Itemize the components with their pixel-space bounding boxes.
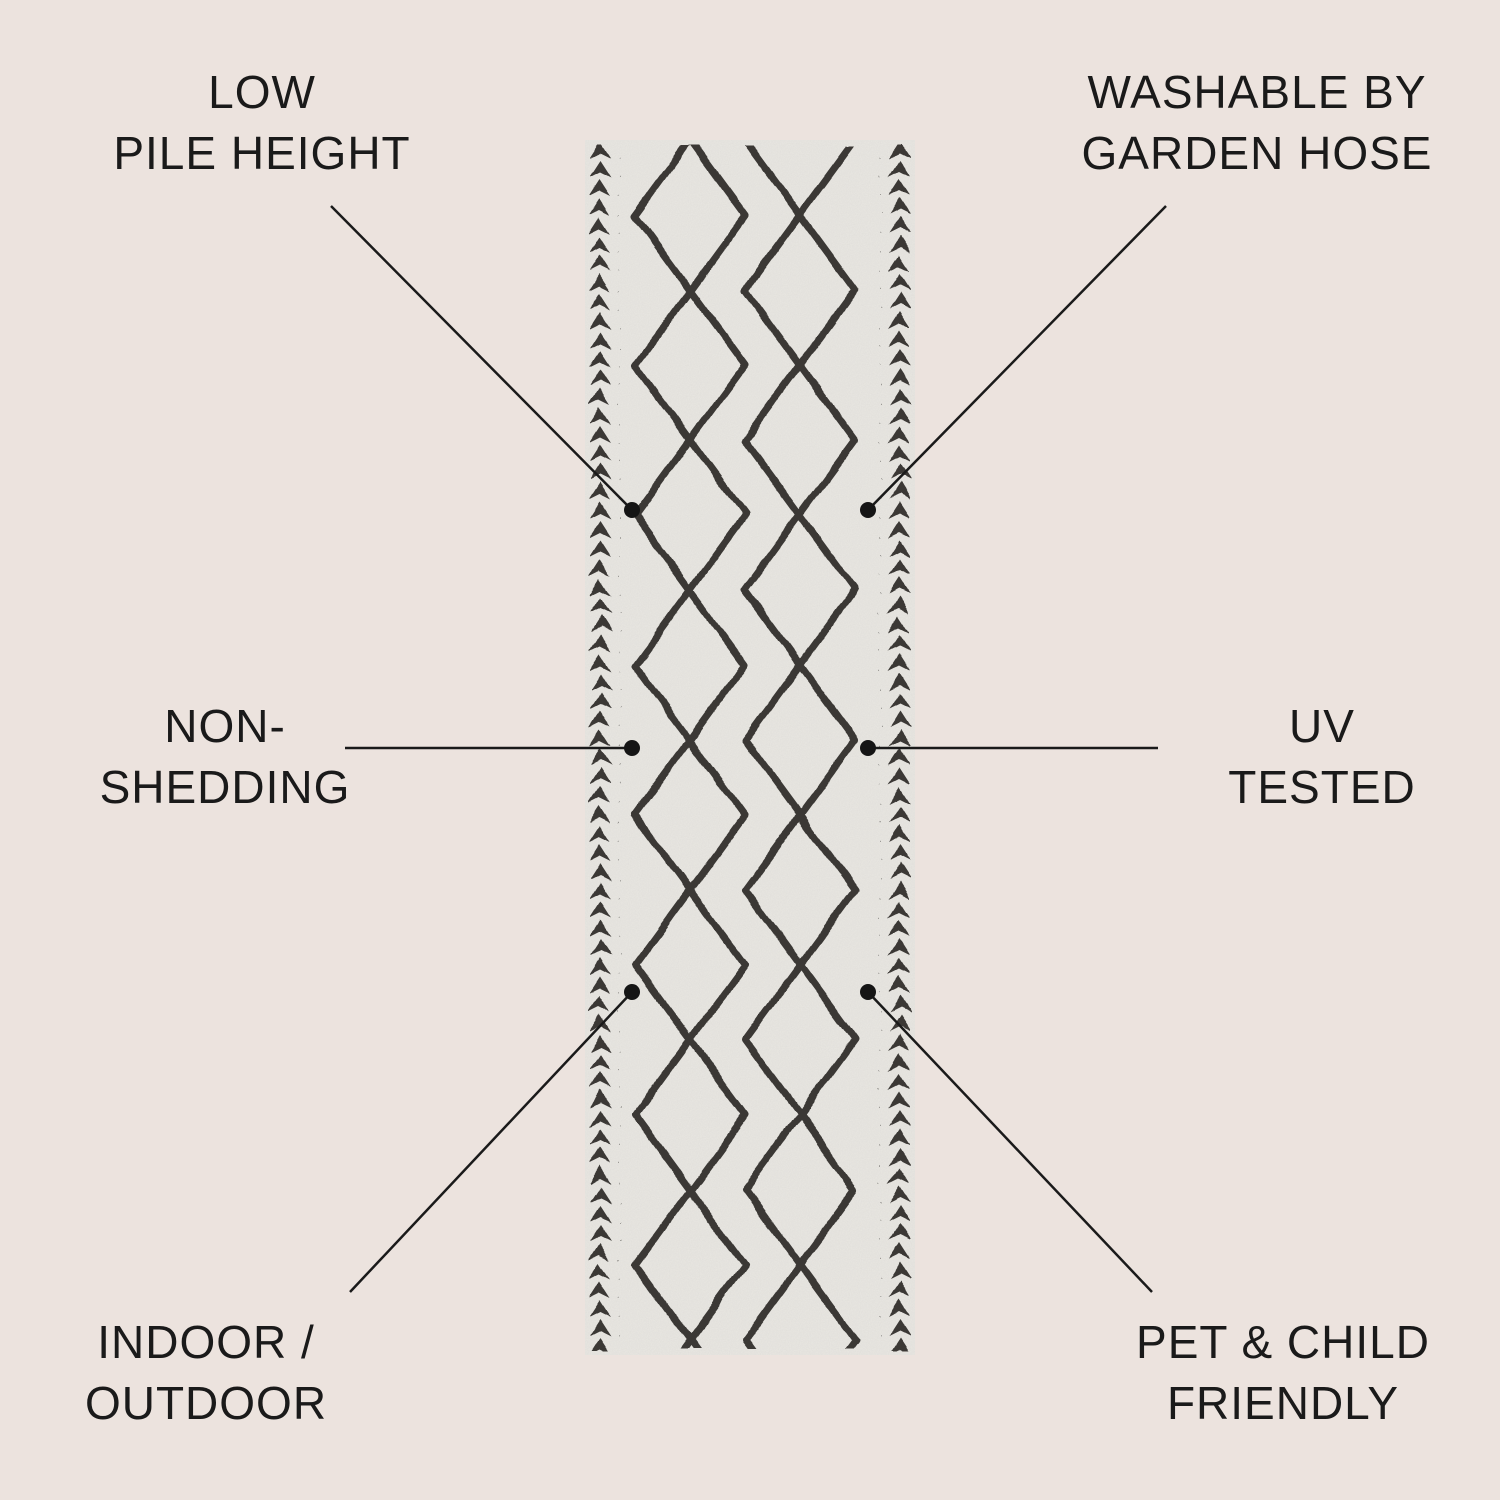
feature-label-line: NON- xyxy=(164,700,286,752)
feature-label-line: INDOOR / xyxy=(97,1316,315,1368)
feature-label-line: PET & CHILD xyxy=(1136,1316,1430,1368)
feature-label-line: GARDEN HOSE xyxy=(1081,127,1433,179)
feature-label-uv-tested: UV TESTED xyxy=(1122,696,1500,818)
feature-label-washable-by-garden-hose: WASHABLE BY GARDEN HOSE xyxy=(1037,62,1477,184)
feature-label-line: LOW xyxy=(208,66,316,118)
rug-runner-image xyxy=(585,140,915,1355)
feature-label-low-pile-height: LOW PILE HEIGHT xyxy=(62,62,462,184)
rug-diamond-lattice-pattern xyxy=(625,146,865,1349)
feature-label-line: TESTED xyxy=(1228,761,1416,813)
feature-label-line: WASHABLE BY xyxy=(1087,66,1427,118)
feature-label-non-shedding: NON- SHEDDING xyxy=(25,696,425,818)
feature-label-line: PILE HEIGHT xyxy=(113,127,411,179)
feature-label-line: OUTDOOR xyxy=(84,1377,328,1429)
rug-left-border-motif xyxy=(590,144,620,1351)
feature-label-line: FRIENDLY xyxy=(1166,1377,1400,1429)
feature-label-line: SHEDDING xyxy=(99,761,351,813)
feature-label-line: UV xyxy=(1289,700,1355,752)
feature-label-indoor-outdoor: INDOOR / OUTDOOR xyxy=(6,1312,406,1434)
feature-label-pet-child-friendly: PET & CHILD FRIENDLY xyxy=(1063,1312,1500,1434)
rug-right-border-motif xyxy=(880,144,910,1351)
